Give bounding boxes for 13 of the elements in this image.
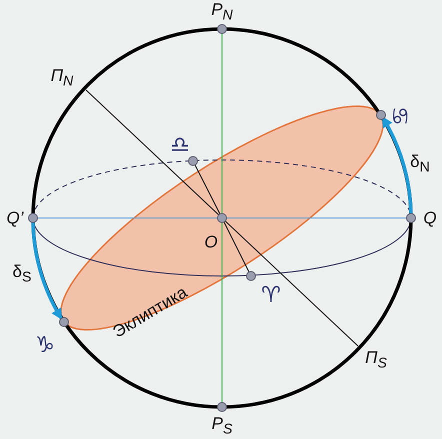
point-label: Q’	[6, 210, 24, 226]
zodiac-symbol: ♋	[391, 106, 413, 126]
point-label: Q	[423, 210, 437, 226]
angle-label: δ$_{N}$	[410, 153, 430, 175]
angle-label: δ$_{S}$	[12, 263, 32, 285]
zodiac-symbol: ♎	[170, 135, 190, 157]
point-label: P$_{N}$	[211, 1, 233, 23]
point-label: Π$_{S}$	[365, 349, 387, 371]
zodiac-symbol: ♈	[261, 285, 281, 307]
zodiac-symbol: ♑	[35, 335, 55, 357]
point-label: O	[204, 234, 218, 250]
point-label: P$_{S}$	[212, 415, 232, 437]
point-label: Π$_{N}$	[50, 67, 74, 89]
